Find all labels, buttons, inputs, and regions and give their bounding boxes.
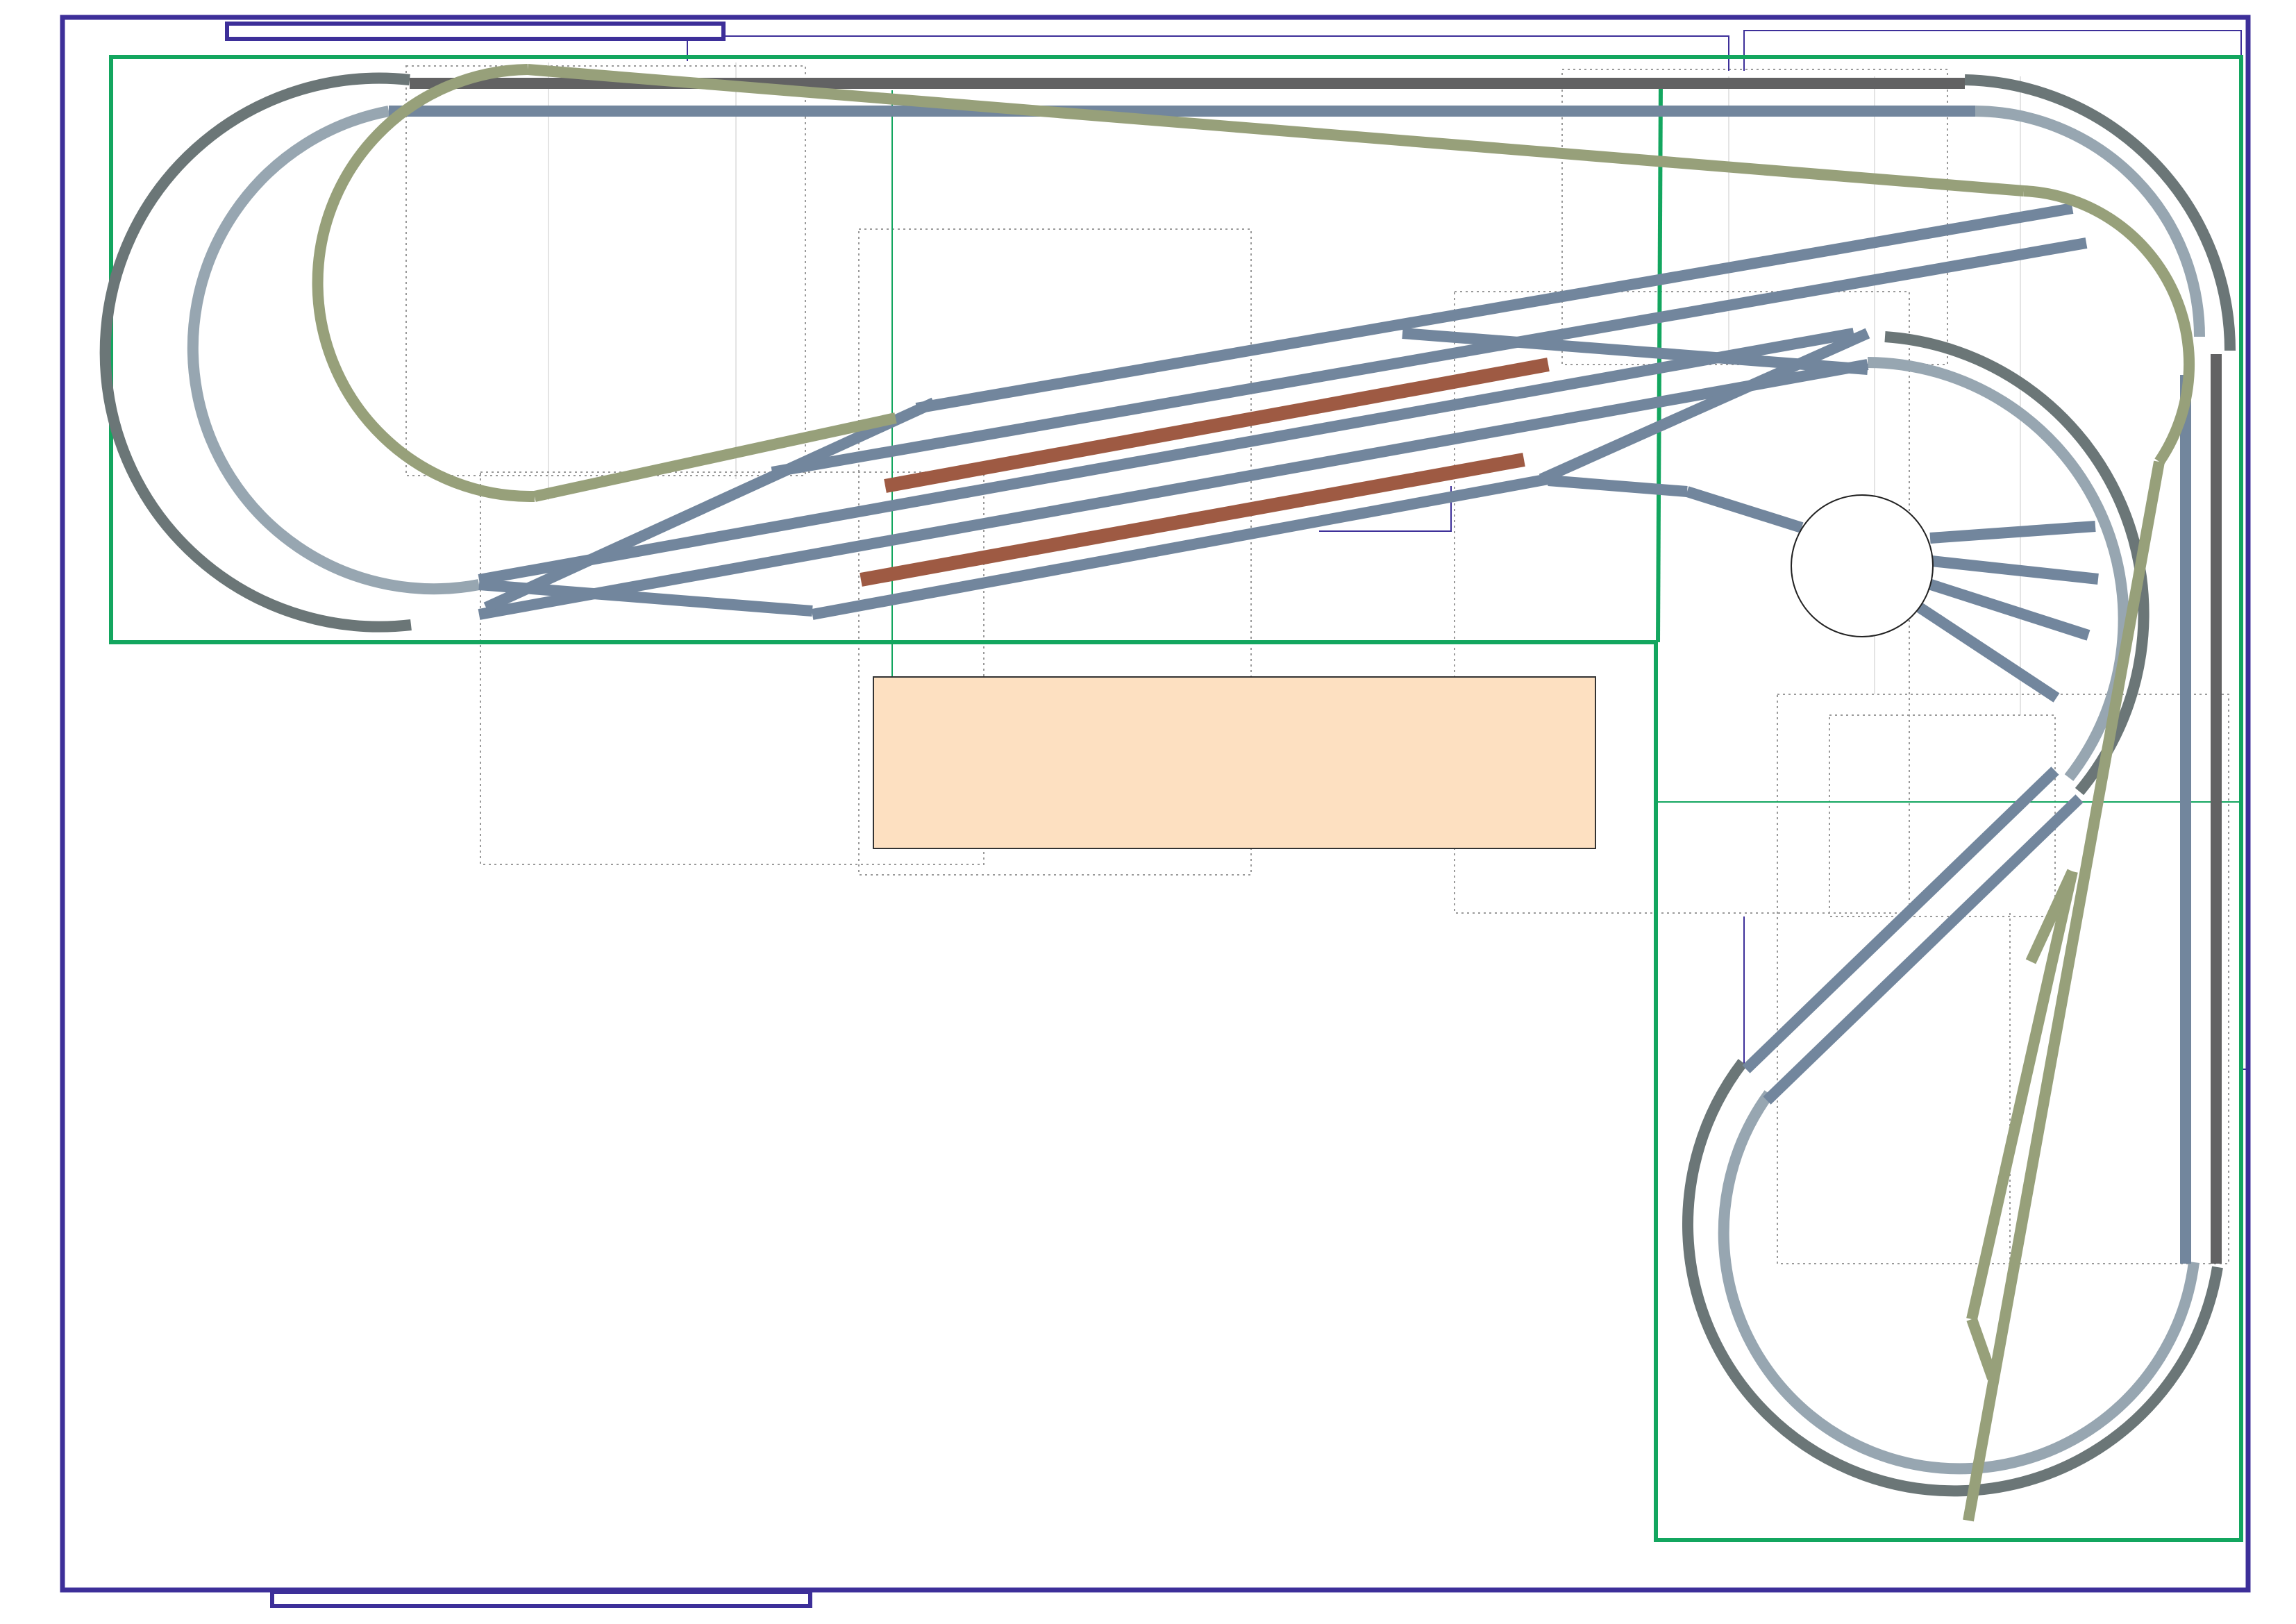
structure-block — [873, 676, 1596, 849]
top-door — [225, 22, 726, 41]
roundhouse-stalls — [1916, 521, 2099, 703]
inner-loop-track — [187, 106, 2205, 1475]
industry-spurs — [860, 358, 1550, 587]
dotted-module-outlines — [405, 65, 2229, 1264]
room-outline — [60, 15, 2251, 1593]
outer-loop-track — [99, 72, 2236, 1497]
bottom-door — [270, 1590, 812, 1608]
wiring-lines — [687, 30, 2248, 1070]
benchwork-left — [109, 55, 2243, 1542]
climbing-track — [312, 64, 2195, 1522]
faint-grid-lines — [548, 62, 2021, 715]
yard-ladder — [389, 78, 2222, 1264]
turntable — [1791, 494, 1934, 637]
